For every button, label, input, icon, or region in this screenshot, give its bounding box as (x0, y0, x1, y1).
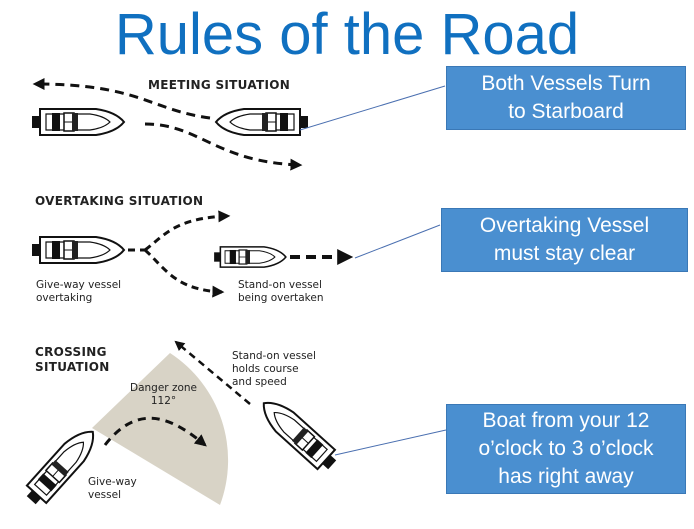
overtaking-path-up (144, 210, 231, 252)
meeting-vessel-right (215, 108, 309, 136)
meeting-path-left (32, 78, 211, 120)
leader-line-meeting (299, 85, 446, 131)
stand-on-course-path (174, 340, 251, 405)
callout-crossing: Boat from your 12 o’clock to 3 o’clock h… (446, 404, 686, 494)
give-way-crossing-caption: Give-way vessel (88, 476, 137, 501)
page-title: Rules of the Road (114, 2, 580, 67)
meeting-path-right (144, 122, 303, 171)
give-way-overtaking-caption: Give-way vessel overtaking (36, 279, 122, 304)
leader-line-crossing (334, 429, 447, 456)
danger-zone-caption: Danger zone 112° (130, 382, 198, 407)
stand-on-crossing-caption: Stand-on vessel holds course and speed (232, 350, 316, 388)
crossing-stand-on-vessel (254, 392, 342, 476)
callout-overtaking: Overtaking Vessel must stay clear (441, 208, 688, 272)
stand-on-overtaken-caption: Stand-on vessel being overtaken (238, 279, 324, 304)
meeting-label: MEETING SITUATION (148, 78, 291, 92)
overtaking-path-down (143, 248, 225, 298)
give-way-turn-path (103, 416, 207, 447)
callout-meeting: Both Vessels Turn to Starboard (446, 66, 686, 130)
leader-line-overtaking (354, 224, 441, 259)
overtaking-give-way-vessel (31, 236, 125, 264)
crossing-label: CROSSING SITUATION (35, 345, 110, 374)
overtaking-label: OVERTAKING SITUATION (35, 194, 204, 208)
danger-zone (92, 353, 229, 505)
meeting-vessel-left (31, 108, 125, 136)
overtaking-stand-on-vessel (213, 246, 287, 268)
